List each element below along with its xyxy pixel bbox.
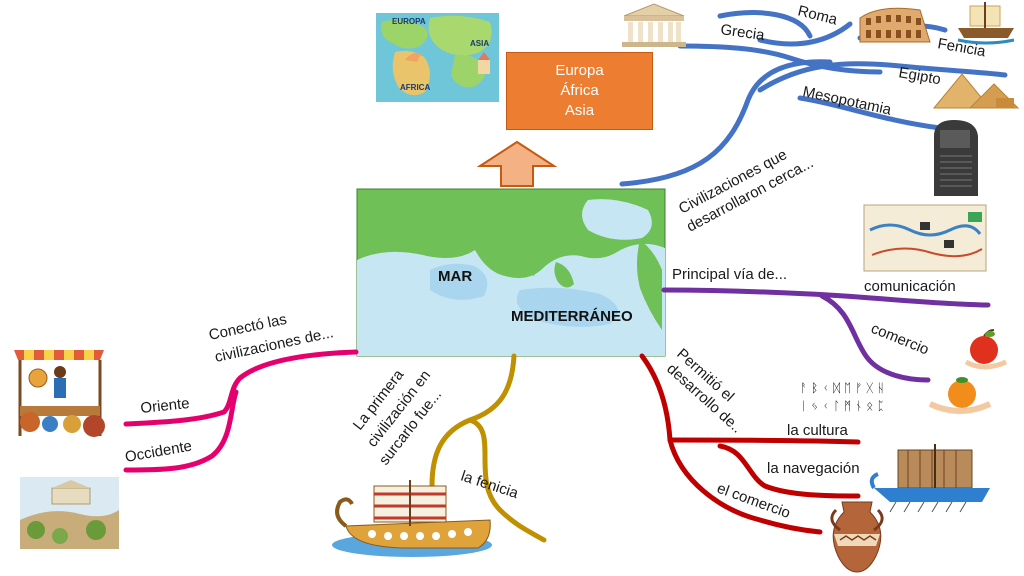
map-label-europa: EUROPA (392, 17, 426, 26)
orange-icon (928, 377, 992, 414)
apple-icon (964, 329, 1008, 370)
amphora-icon (830, 501, 884, 573)
develop-item-navegacion: la navegación (767, 460, 860, 477)
continents-box: Europa África Asia (506, 52, 653, 130)
colosseum-icon (859, 7, 931, 43)
parthenon-icon (622, 3, 686, 47)
route-item-comercio: comercio (869, 320, 932, 359)
near-item-grecia: Grecia (719, 21, 766, 44)
near-item-mesopotamia: Mesopotamia (801, 83, 893, 118)
pyramid-icon (932, 73, 1020, 109)
near-item-fenicia: Fenicia (936, 35, 987, 60)
center-word-2: MEDITERRÁNEO (511, 308, 633, 325)
world-map-icon: EUROPA ASIA AFRICA (376, 13, 499, 102)
center-word-1: MAR (438, 268, 472, 285)
galley-icon (869, 444, 990, 513)
develop-item-cultura: la cultura (787, 422, 849, 439)
route-map-icon (863, 204, 987, 272)
continent-africa: África (560, 82, 599, 99)
ship-icon (332, 480, 492, 557)
map-label-africa: AFRICA (400, 83, 430, 92)
arrow-up-icon (476, 140, 558, 187)
central-map: MAR MEDITERRÁNEO (356, 188, 666, 357)
alphabet-icon: ᚨ ᛒ ᚲ ᛞ ᛖ ᚠ ᚷ ᚺ ᛁ ᛃ ᚲ ᛚ ᛗ ᚾ ᛟ ᛈ (800, 381, 884, 413)
branch-route (661, 287, 991, 383)
stele-icon (934, 120, 978, 196)
market-icon (14, 350, 105, 437)
continent-asia: Asia (564, 102, 595, 119)
connect-item-occidente: Occidente (124, 437, 193, 465)
branch-first (429, 353, 547, 543)
ship-icon (957, 2, 1015, 45)
continent-europa: Europa (555, 62, 604, 79)
map-label-asia: ASIA (470, 39, 489, 48)
acropolis-icon (20, 477, 119, 549)
svg-text:ᚨ ᛒ ᚲ ᛞ ᛖ ᚠ ᚷ ᚺ: ᚨ ᛒ ᚲ ᛞ ᛖ ᚠ ᚷ ᚺ (800, 381, 884, 395)
branch-connect (123, 349, 359, 473)
connect-item-oriente: Oriente (140, 395, 191, 417)
branch-develop (639, 353, 861, 535)
svg-text:ᛁ ᛃ ᚲ ᛚ ᛗ ᚾ ᛟ ᛈ: ᛁ ᛃ ᚲ ᛚ ᛗ ᚾ ᛟ ᛈ (800, 399, 884, 413)
route-item-comunicacion: comunicación (864, 278, 956, 295)
route-label: Principal vía de... (672, 266, 787, 283)
